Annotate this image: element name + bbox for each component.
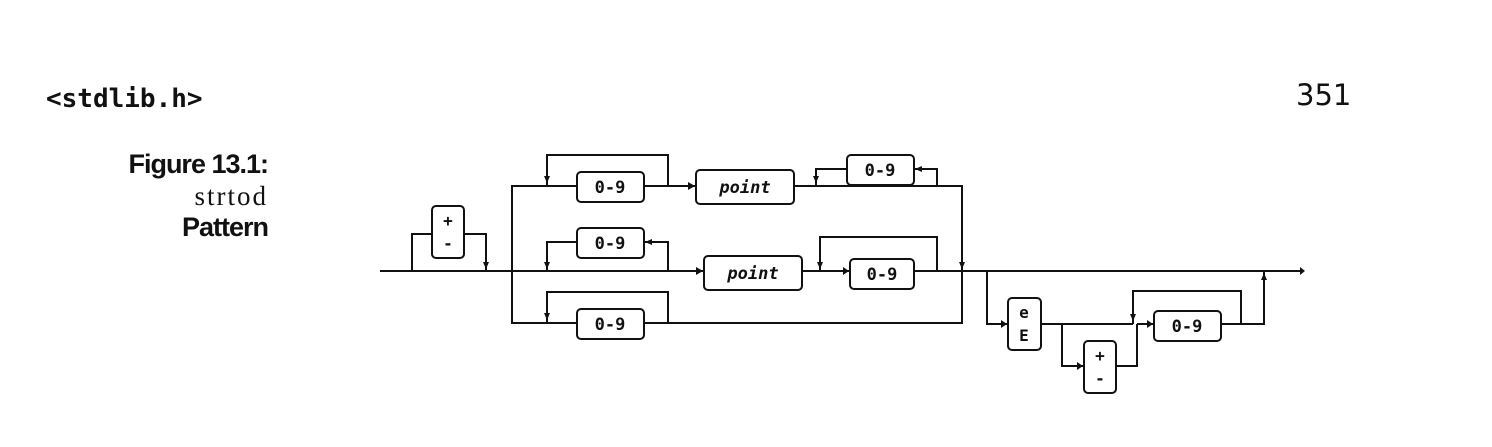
exp-branch [986, 271, 1008, 325]
figure-caption: Figure 13.1: strtod Pattern [128, 149, 269, 243]
mid-digits-return [644, 241, 669, 271]
arrow [1147, 320, 1153, 328]
bottom-path [511, 271, 577, 324]
exp-digits-loop [1132, 290, 1242, 324]
arrow [1001, 320, 1007, 328]
top-frac-loop [815, 168, 847, 186]
arrow [544, 262, 550, 269]
digits-label-2: 0-9 [865, 161, 896, 181]
digits-box-1 [576, 171, 645, 203]
arrow [483, 262, 489, 269]
arrow [1077, 362, 1083, 370]
arrow [544, 176, 550, 183]
digits-label-3: 0-9 [595, 234, 626, 254]
top-path [511, 185, 577, 271]
exp-sign-return [1116, 324, 1138, 367]
point-label-2: point [726, 264, 778, 284]
arrow [688, 182, 695, 190]
arrow [813, 176, 819, 183]
page-number: 351 [1296, 78, 1352, 112]
end-arrow [1300, 267, 1305, 275]
exp-e: e [1019, 303, 1029, 322]
exp-return [1221, 271, 1265, 325]
digits-label-4: 0-9 [867, 265, 898, 285]
exp-E: E [1019, 326, 1029, 345]
digits-box-6 [1153, 310, 1222, 342]
digits-box-2 [846, 154, 915, 186]
bottom-digits-loop [546, 291, 669, 323]
point-label-1: point [718, 178, 770, 198]
arrow [915, 166, 922, 172]
digits-label-6: 0-9 [1172, 317, 1203, 337]
arrow [1130, 314, 1136, 321]
top-path-return [794, 185, 963, 271]
top-digits-loop [546, 154, 669, 186]
arrow [544, 313, 550, 320]
caption-figure-number: Figure 13.1: [128, 149, 269, 179]
mid-digits-branch [546, 241, 577, 271]
arrow [696, 267, 703, 275]
arrow [817, 262, 823, 269]
bottom-path-return [644, 271, 963, 324]
exp-sign-branch [1061, 324, 1084, 367]
exp-sign-box [1083, 340, 1117, 394]
exp-sign-minus: - [1095, 369, 1105, 388]
arrow [843, 267, 849, 275]
sign-branch-return [464, 233, 487, 271]
sign-box [431, 205, 465, 259]
sign-minus: - [443, 234, 453, 253]
digits-box-4 [849, 258, 915, 290]
point-box-2 [703, 255, 803, 291]
digits-label-1: 0-9 [595, 178, 626, 198]
top-frac-loop-return [914, 168, 938, 186]
sign-branch [411, 233, 432, 271]
mid-frac-loop [819, 236, 938, 271]
digits-label-5: 0-9 [595, 315, 626, 335]
caption-pattern: Pattern [181, 212, 269, 243]
header-title: <stdlib.h> [46, 84, 203, 114]
sign-plus: + [443, 211, 453, 230]
point-box-1 [695, 169, 795, 205]
caption-function-name: strtod [194, 180, 268, 211]
arrow [1261, 273, 1267, 280]
digits-box-3 [576, 227, 645, 259]
exp-sign-plus: + [1095, 346, 1105, 365]
arrow [645, 239, 652, 245]
digits-box-5 [576, 308, 645, 340]
arrow [959, 262, 965, 269]
